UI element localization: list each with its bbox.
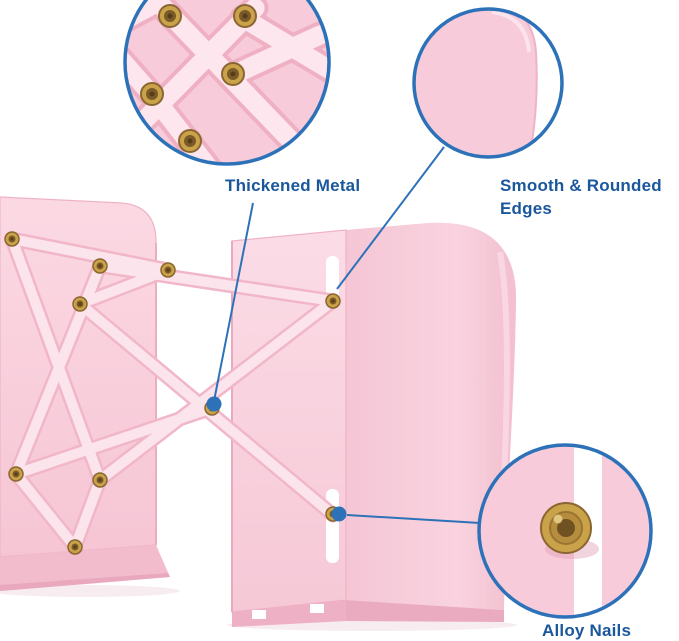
callout-zoom-rounded-edges <box>412 7 564 159</box>
rivet-icon <box>325 293 341 309</box>
label-smooth-rounded-edges: Smooth & Rounded Edges <box>500 176 662 218</box>
rivet-icon <box>4 231 20 247</box>
leader-line-rounded-edges <box>336 146 445 290</box>
callout-circle-border <box>477 443 653 619</box>
leader-line-thickened-metal <box>213 202 254 402</box>
rivet-icon-zoomed <box>140 4 257 153</box>
rivet-icon <box>92 472 108 488</box>
leader-line-alloy-nails <box>346 514 481 524</box>
callout-circle-border <box>123 0 331 166</box>
right-bookend-panel <box>231 222 517 627</box>
callout-zoom-thickened-metal <box>123 0 331 166</box>
base-notch <box>310 604 324 613</box>
pointer-dot-alloy-nails <box>331 506 347 522</box>
rivet-icon <box>160 262 176 278</box>
rivet-icon <box>72 296 88 312</box>
label-thickened-metal: Thickened Metal <box>225 176 361 195</box>
pointer-dot-thickened-metal <box>206 396 222 412</box>
adjustment-slot <box>326 489 339 563</box>
nail-icon-zoomed <box>540 502 592 554</box>
base-notch <box>252 610 266 619</box>
rivet-icon <box>92 258 108 274</box>
callout-zoom-alloy-nails <box>477 443 653 619</box>
callout-leaders <box>206 146 481 524</box>
callout-circle-border <box>412 7 564 159</box>
rivet-icon <box>8 466 24 482</box>
label-alloy-nails: Alloy Nails <box>542 621 632 640</box>
rivet-icon <box>67 539 83 555</box>
